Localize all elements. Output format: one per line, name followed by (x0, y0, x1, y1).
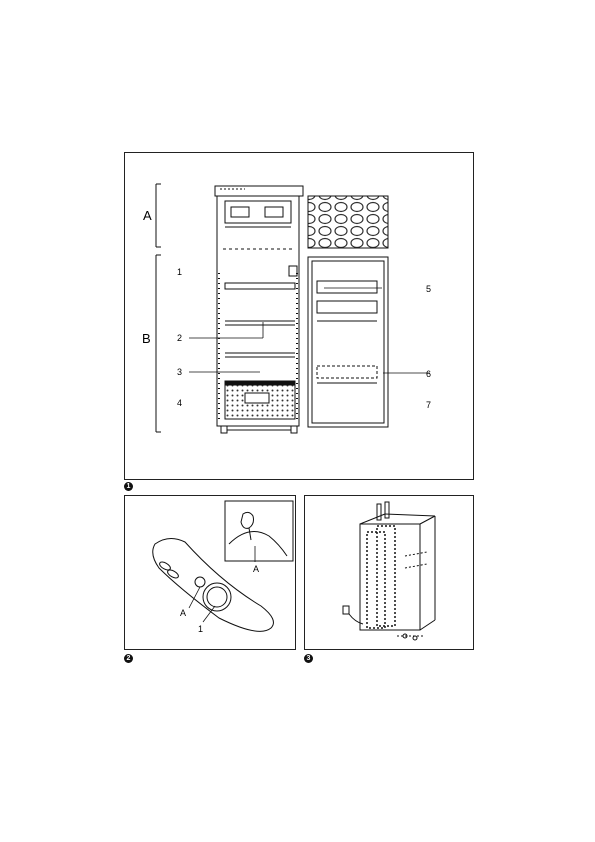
section-label-a: A (143, 208, 152, 223)
door-reversal-diagram (342, 501, 436, 641)
figure-1-illustration: A B (142, 183, 431, 434)
callout-4: 4 (177, 398, 182, 408)
figure-3-illustration (342, 501, 436, 641)
callout-3: 3 (177, 367, 182, 377)
fridge-open-view (214, 185, 304, 434)
fridge-door-view (307, 195, 389, 428)
section-bracket-b (155, 254, 161, 433)
figure-2-leaders (188, 586, 216, 623)
thermostat-inset (224, 500, 294, 562)
callout-5: 5 (426, 284, 431, 294)
callout-7: 7 (426, 400, 431, 410)
callout-6: 6 (426, 369, 431, 379)
inset-callout-a: A (253, 564, 259, 574)
callout-leaders (189, 287, 430, 374)
callout-1: 1 (177, 267, 182, 277)
callout-2: 2 (177, 333, 182, 343)
section-label-b: B (142, 331, 151, 346)
callout-a: A (180, 608, 186, 618)
thermostat-housing (152, 538, 274, 632)
figure-1-panel: A B (124, 152, 474, 480)
callout-knob: 1 (198, 624, 203, 634)
figure-2-illustration: A A 1 (152, 500, 294, 634)
figure-1-badge: 1 (124, 482, 133, 491)
figure-3-badge: 3 (304, 654, 313, 663)
figure-2-badge: 2 (124, 654, 133, 663)
figure-2-panel: A A 1 (124, 495, 296, 650)
figure-3-panel (304, 495, 474, 650)
section-bracket-a (155, 183, 161, 248)
